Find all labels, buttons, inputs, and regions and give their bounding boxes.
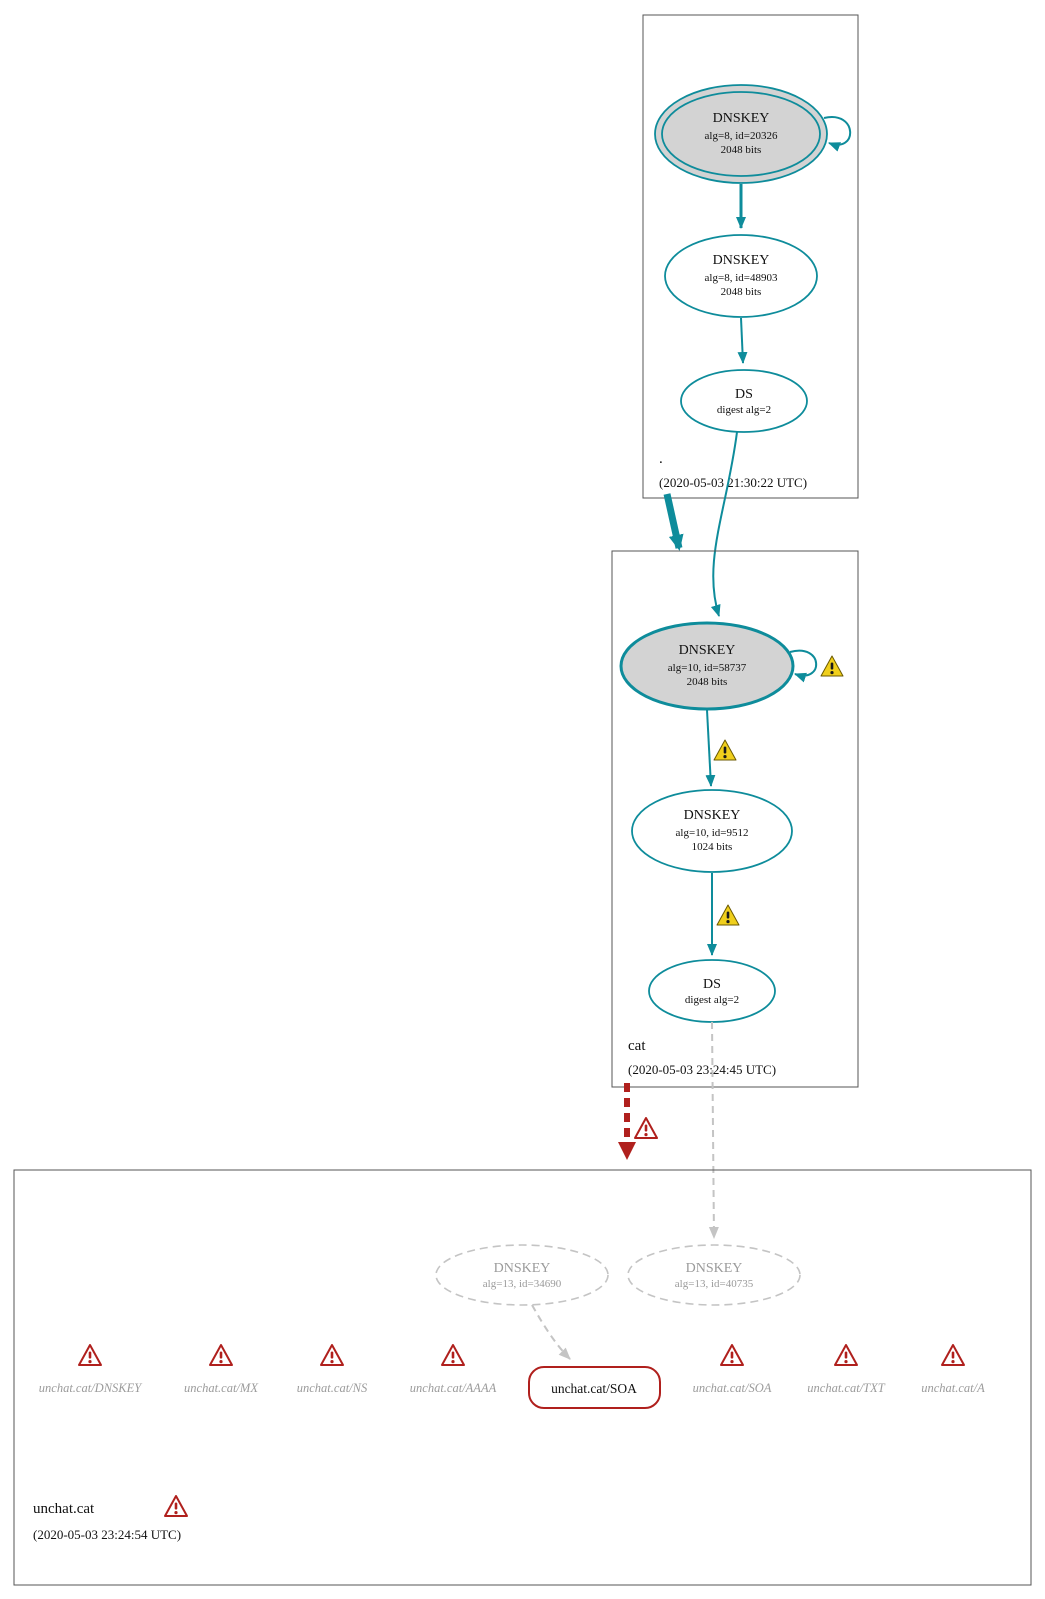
root-ksk-selfsign-edge [823, 116, 852, 152]
rrset-label: unchat.cat/AAAA [410, 1381, 497, 1395]
error-icon [834, 1344, 858, 1366]
delegation-root-to-cat-edge [663, 493, 684, 551]
zone-root: DNSKEY alg=8, id=20326 2048 bits DNSKEY … [642, 14, 859, 499]
rrset-label: unchat.cat/MX [184, 1381, 259, 1395]
error-icon [320, 1344, 344, 1366]
error-icon [209, 1344, 233, 1366]
zone-unchat-name: unchat.cat [33, 1501, 95, 1517]
cat-ksk-to-zsk-edge [705, 709, 716, 787]
root-ksk-detail2: 2048 bits [721, 144, 762, 156]
unchat-dnskey-40735-ellipse [627, 1244, 801, 1306]
warning-icon [820, 655, 844, 677]
rrset-item-ns: unchat.cat/NS [297, 1344, 368, 1395]
rrset-item-mx: unchat.cat/MX [184, 1344, 259, 1395]
error-icon [634, 1117, 658, 1139]
unchat-dnskey-34690-detail1: alg=13, id=34690 [483, 1278, 562, 1290]
root-zsk-detail2: 2048 bits [721, 286, 762, 298]
error-icon [720, 1344, 744, 1366]
root-zsk-ellipse [664, 234, 818, 318]
error-icon [78, 1344, 102, 1366]
node-cat-zsk: DNSKEY alg=10, id=9512 1024 bits [631, 789, 793, 873]
root-ds-to-cat-ksk-edge [710, 431, 738, 617]
node-root-ds: DS digest alg=2 [680, 369, 808, 433]
unchat-dnskey-34690-title: DNSKEY [494, 1261, 551, 1276]
unchat-dnskey-34690-ellipse [435, 1244, 609, 1306]
warning-icon [716, 904, 740, 926]
zone-root-name: . [659, 451, 663, 467]
zone-unchat: DNSKEY alg=13, id=34690 DNSKEY alg=13, i… [13, 1169, 1032, 1586]
cat-ds-title: DS [703, 977, 721, 992]
cat-ds-detail1: digest alg=2 [685, 994, 739, 1006]
root-ds-detail1: digest alg=2 [717, 404, 771, 416]
root-zsk-title: DNSKEY [713, 253, 770, 268]
rrset-item-aaaa: unchat.cat/AAAA [410, 1344, 497, 1395]
rrset-label: unchat.cat/DNSKEY [39, 1381, 143, 1395]
zone-cat-timestamp: (2020-05-03 23:24:45 UTC) [628, 1062, 776, 1077]
node-unchat-dnskey-34690: DNSKEY alg=13, id=34690 [435, 1244, 609, 1306]
error-icon [941, 1344, 965, 1366]
zone-cat-box [611, 550, 859, 1088]
cat-ds-to-unchat-dnskey-edge [708, 1021, 719, 1239]
zone-unchat-box [13, 1169, 1032, 1586]
rrset-label: unchat.cat/TXT [807, 1381, 885, 1395]
unchat-dnskey-40735-title: DNSKEY [686, 1261, 743, 1276]
cat-ksk-ellipse [619, 621, 795, 711]
rrset-label: unchat.cat/A [921, 1381, 985, 1395]
root-ds-ellipse [680, 369, 808, 433]
root-zsk-to-ds-edge [737, 317, 748, 364]
error-icon [164, 1495, 188, 1517]
cat-ksk-detail2: 2048 bits [687, 676, 728, 688]
zone-cat: DNSKEY alg=10, id=58737 2048 bits DNSKEY… [611, 550, 859, 1088]
root-ksk-inner-ring [661, 91, 821, 177]
zone-root-box [642, 14, 859, 499]
unchat-soa-label: unchat.cat/SOA [551, 1381, 637, 1396]
warning-icon [713, 739, 737, 761]
unchat-dnskey-40735-detail1: alg=13, id=40735 [675, 1278, 754, 1290]
root-ksk-ellipse [654, 84, 828, 184]
zone-root-timestamp: (2020-05-03 21:30:22 UTC) [659, 475, 807, 490]
cat-zsk-detail1: alg=10, id=9512 [676, 827, 749, 839]
rrset-label: unchat.cat/SOA [693, 1381, 772, 1395]
root-ksk-detail1: alg=8, id=20326 [705, 130, 778, 142]
zone-cat-name: cat [628, 1038, 646, 1054]
cat-ksk-detail1: alg=10, id=58737 [668, 662, 747, 674]
unchat-dnskey-to-soa-edge [531, 1304, 571, 1360]
cat-zsk-title: DNSKEY [684, 808, 741, 823]
node-cat-ds: DS digest alg=2 [648, 959, 776, 1023]
unchat-soa-box [528, 1366, 661, 1409]
node-unchat-dnskey-40735: DNSKEY alg=13, id=40735 [627, 1244, 801, 1306]
node-unchat-soa: unchat.cat/SOA [528, 1366, 661, 1409]
cat-ksk-selfsign-edge [789, 649, 818, 683]
root-zsk-detail1: alg=8, id=48903 [705, 272, 778, 284]
cat-ksk-title: DNSKEY [679, 643, 736, 658]
zone-unchat-timestamp: (2020-05-03 23:24:54 UTC) [33, 1527, 181, 1542]
node-cat-ksk: DNSKEY alg=10, id=58737 2048 bits [619, 621, 795, 711]
cat-zsk-detail2: 1024 bits [692, 841, 733, 853]
rrset-item-soa: unchat.cat/SOA [693, 1344, 772, 1395]
rrset-label: unchat.cat/NS [297, 1381, 368, 1395]
error-icon [441, 1344, 465, 1366]
root-ds-title: DS [735, 387, 753, 402]
node-root-ksk: DNSKEY alg=8, id=20326 2048 bits [654, 84, 828, 184]
rrset-item-txt: unchat.cat/TXT [807, 1344, 886, 1395]
rrset-item-a: unchat.cat/A [921, 1344, 985, 1395]
root-ksk-title: DNSKEY [713, 111, 770, 126]
cat-zsk-ellipse [631, 789, 793, 873]
node-root-zsk: DNSKEY alg=8, id=48903 2048 bits [664, 234, 818, 318]
rrset-item-dnskey: unchat.cat/DNSKEY [39, 1344, 143, 1395]
